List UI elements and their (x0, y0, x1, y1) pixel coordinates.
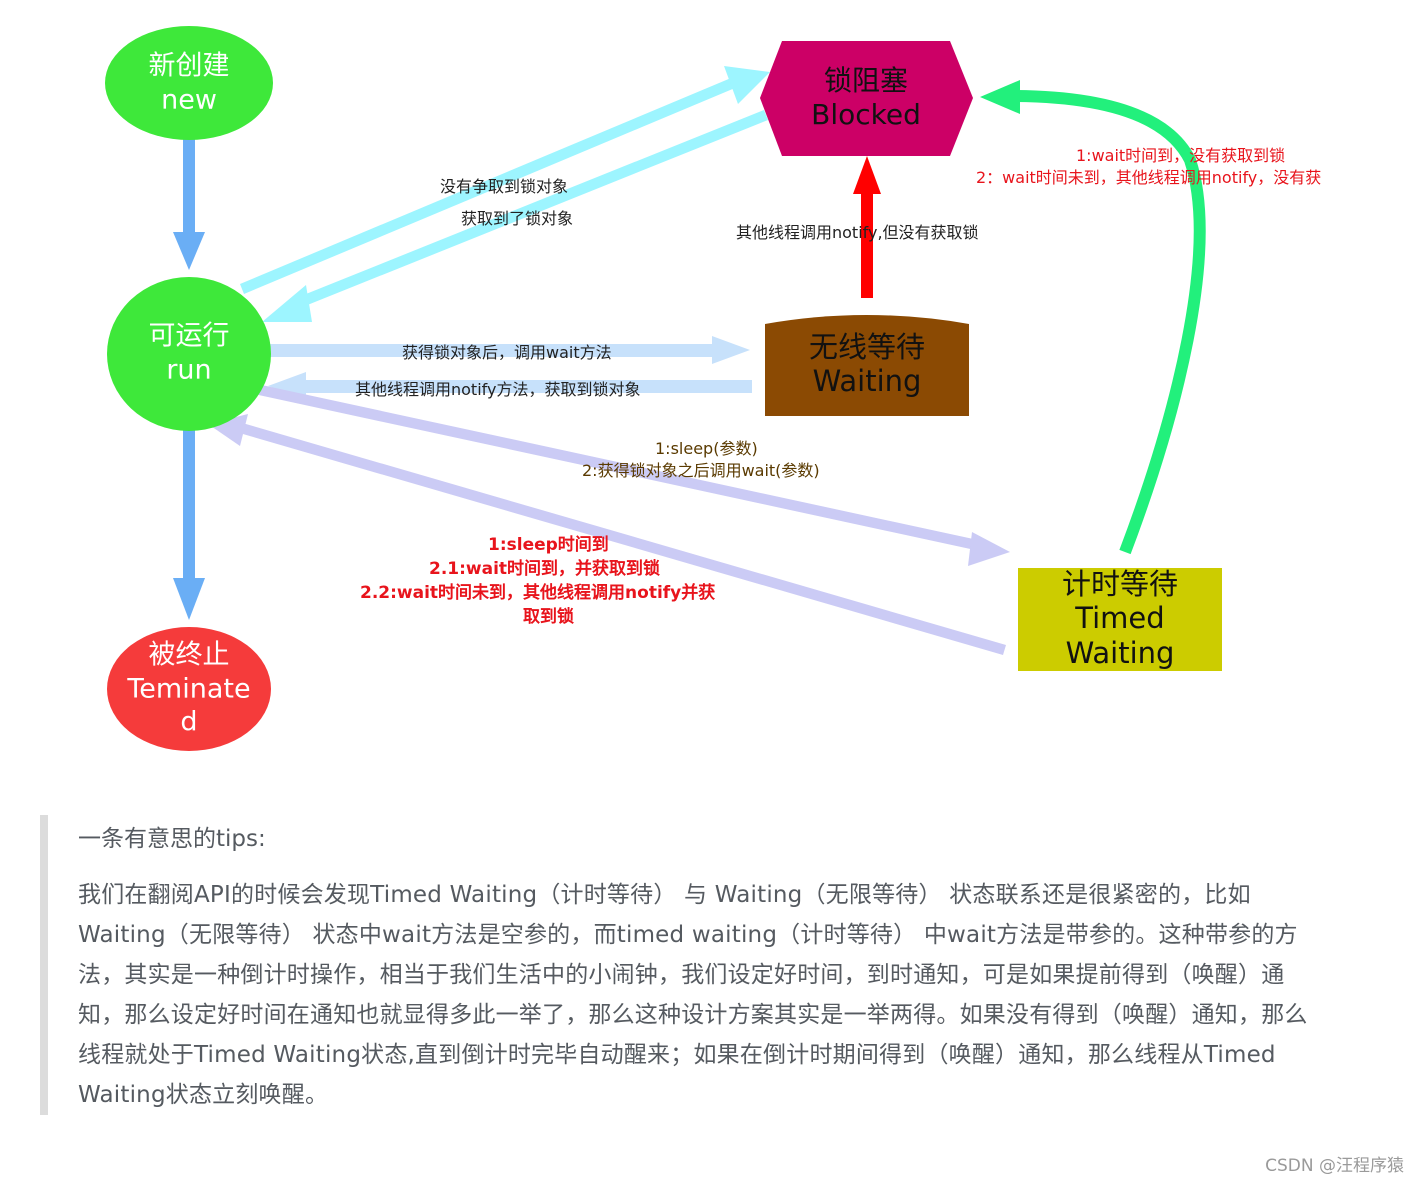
state-terminated-en-1: Teminate (126, 674, 250, 705)
label-timed-to-run-4: 取到锁 (523, 606, 574, 627)
state-blocked-zh: 锁阻塞 (824, 64, 908, 97)
state-blocked-en: Blocked (811, 98, 921, 131)
state-new: 新创建 new (105, 26, 273, 140)
arrow-run-to-blocked (240, 66, 770, 294)
arrow-new-to-run (173, 138, 205, 270)
watermark: CSDN @汪程序猿 (1265, 1156, 1404, 1176)
state-terminated-zh: 被终止 (149, 640, 230, 671)
state-run-en: run (166, 355, 211, 386)
state-waiting: 无线等待 Waiting (765, 315, 969, 416)
state-new-en: new (161, 85, 217, 116)
arrow-run-to-timed (254, 384, 1010, 566)
tips-body: 我们在翻阅API的时候会发现Timed Waiting（计时等待） 与 Wait… (78, 882, 1308, 1108)
state-blocked: 锁阻塞 Blocked (760, 41, 973, 156)
label-timed-to-blocked-1: 1:wait时间到，没有获取到锁 (1076, 146, 1285, 165)
arrow-waiting-to-blocked (853, 156, 881, 298)
arrow-run-to-waiting (270, 336, 750, 364)
state-terminated-en-2: d (180, 707, 197, 738)
label-timed-to-blocked-2: 2：wait时间未到，其他线程调用notify，没有获 (976, 168, 1321, 187)
state-timed-waiting-en-1: Timed (1074, 601, 1164, 635)
label-waiting-to-run: 其他线程调用notify方法，获取到锁对象 (355, 380, 640, 399)
label-timed-to-run-3: 2.2:wait时间未到，其他线程调用notify并获 (360, 582, 715, 603)
label-blocked-to-run: 获取到了锁对象 (461, 209, 573, 228)
label-run-to-timed-1: 1:sleep(参数) (655, 439, 758, 458)
state-timed-waiting-en-2: Waiting (1066, 636, 1175, 670)
thread-state-diagram: 新创建 new 可运行 run 被终止 Teminate d 锁阻塞 Block… (105, 26, 1321, 751)
state-run-zh: 可运行 (149, 321, 230, 352)
label-run-to-waiting: 获得锁对象后，调用wait方法 (402, 343, 612, 362)
state-new-zh: 新创建 (149, 51, 230, 82)
tips-title: 一条有意思的tips: (78, 826, 266, 852)
arrow-timed-to-blocked (980, 80, 1206, 555)
state-run: 可运行 run (107, 277, 271, 431)
state-waiting-zh: 无线等待 (809, 330, 925, 364)
label-waiting-to-blocked: 其他线程调用notify,但没有获取锁 (736, 223, 979, 242)
tips-blockquote: 一条有意思的tips: 我们在翻阅API的时候会发现Timed Waiting（… (40, 815, 1330, 1115)
label-timed-to-run-1: 1:sleep时间到 (488, 534, 609, 555)
label-run-to-blocked: 没有争取到锁对象 (440, 177, 568, 196)
arrow-run-to-terminated (173, 430, 205, 620)
label-timed-to-run-2: 2.1:wait时间到，并获取到锁 (429, 558, 660, 579)
state-timed-waiting: 计时等待 Timed Waiting (1018, 567, 1222, 671)
state-waiting-en: Waiting (813, 364, 922, 398)
state-timed-waiting-zh: 计时等待 (1062, 567, 1178, 601)
state-terminated: 被终止 Teminate d (107, 627, 271, 751)
label-run-to-timed-2: 2:获得锁对象之后调用wait(参数) (582, 461, 820, 480)
arrow-blocked-to-run (262, 110, 768, 322)
